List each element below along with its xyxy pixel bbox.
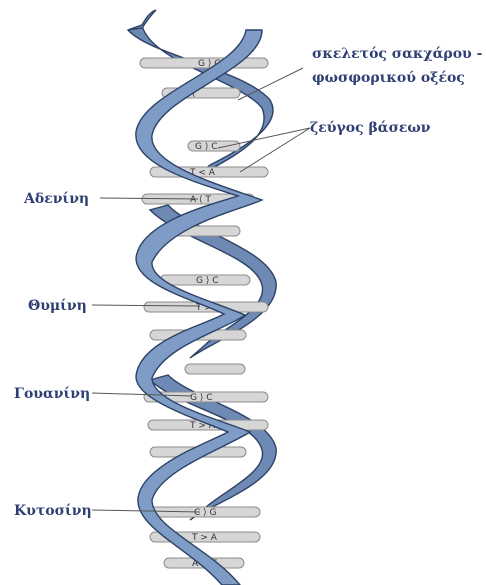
label-backbone-line1: σκελετός σακχάρου - <box>312 46 483 62</box>
rung-label: G ⟩ C <box>190 393 213 403</box>
label-base-pair: ζεύγος βάσεων <box>310 120 431 136</box>
rung-label: C ⟩ G <box>194 508 217 518</box>
label-backbone-line2: φωσφορικού οξέος <box>312 70 465 86</box>
base-pair-rung: G ⟩ C <box>140 58 268 69</box>
leader-base-pair-2 <box>240 128 310 172</box>
leader-base-pair-1 <box>218 128 310 148</box>
backbone-segment <box>128 10 156 30</box>
base-pair-rung <box>185 364 245 374</box>
label-thymine: Θυμίνη <box>28 297 87 314</box>
rung-label: G ⟩ C <box>195 142 218 152</box>
rung-label: G ⟩ C <box>196 276 219 286</box>
base-pair-rung: C ⟩ G <box>150 507 260 518</box>
label-guanine: Γουανίνη <box>14 385 90 402</box>
rung-label: A ⟨ T <box>190 195 211 205</box>
base-pair-rung: G ⟩ C <box>188 141 240 152</box>
label-adenine: Αδενίνη <box>23 190 89 207</box>
rung-label: T > A <box>191 533 218 543</box>
label-cytosine: Κυτοσίνη <box>14 502 92 519</box>
base-pair-rung: G ⟩ C <box>160 275 250 286</box>
